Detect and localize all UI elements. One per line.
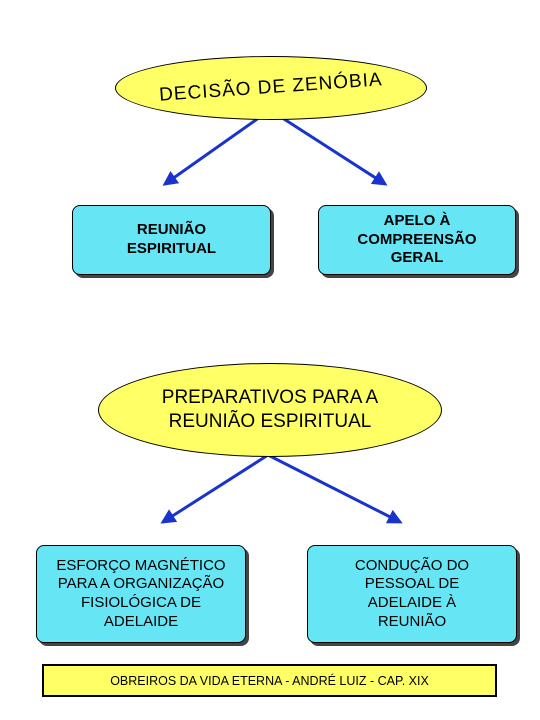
conducao-label: CONDUÇÃO DO PESSOAL DE ADELAIDE À REUNIÃ…: [354, 556, 470, 630]
esforco-label: ESFORÇO MAGNÉTICO PARA A ORGANIZAÇÃO FIS…: [56, 556, 226, 630]
arrow-to-apelo: [269, 108, 388, 186]
source-footer: OBREIROS DA VIDA ETERNA - ANDRÉ LUIZ - C…: [42, 664, 497, 697]
source-footer-text: OBREIROS DA VIDA ETERNA - ANDRÉ LUIZ - C…: [110, 673, 429, 688]
esforco-box: ESFORÇO MAGNÉTICO PARA A ORGANIZAÇÃO FIS…: [36, 545, 246, 643]
decisao-ellipse: DECISÃO DE ZENÓBIA: [115, 56, 427, 120]
apelo-box: APELO À COMPREENSÃO GERAL: [318, 205, 516, 275]
reuniao-espiritual-box: REUNIÃO ESPIRITUAL: [72, 205, 271, 275]
preparativos-label: PREPARATIVOS PARA A REUNIÃO ESPIRITUAL: [161, 387, 379, 432]
apelo-label: APELO À COMPREENSÃO GERAL: [357, 211, 477, 267]
arrow-to-esforco: [160, 453, 269, 524]
preparativos-ellipse: PREPARATIVOS PARA A REUNIÃO ESPIRITUAL: [98, 363, 442, 457]
reuniao-espiritual-label: REUNIÃO ESPIRITUAL: [126, 221, 217, 257]
conducao-box: CONDUÇÃO DO PESSOAL DE ADELAIDE À REUNIÃ…: [307, 545, 517, 643]
arrow-to-conducao: [267, 453, 403, 524]
arrow-to-reuniao-espiritual: [162, 108, 271, 186]
decisao-label: DECISÃO DE ZENÓBIA: [158, 69, 384, 106]
